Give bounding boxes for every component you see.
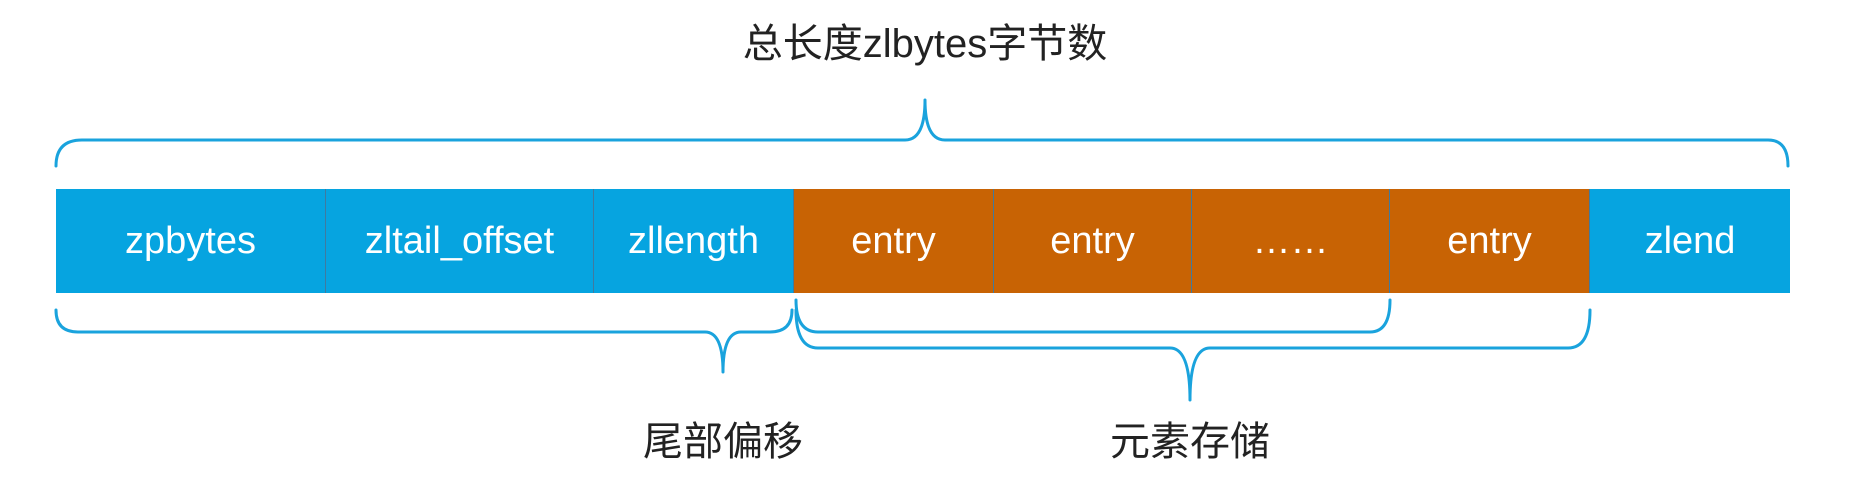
entries-label: 元素存储	[1110, 420, 1270, 464]
cell-header-1: zltail_offset	[326, 189, 594, 293]
tail-offset-brace	[54, 308, 794, 374]
cell-entry-3: entry	[794, 189, 994, 293]
total-length-label: 总长度zlbytes字节数	[742, 22, 1108, 66]
cell-header-7: zlend	[1590, 189, 1790, 293]
entries-inner-brace	[794, 298, 1392, 334]
cell-header-0: zpbytes	[56, 189, 326, 293]
top-brace	[54, 98, 1790, 168]
tail-offset-label: 尾部偏移	[643, 420, 803, 464]
cell-entry-6: entry	[1390, 189, 1590, 293]
cell-entry-4: entry	[994, 189, 1192, 293]
cell-header-2: zllength	[594, 189, 794, 293]
entries-brace	[794, 308, 1592, 402]
cell-entry-5: ……	[1192, 189, 1390, 293]
